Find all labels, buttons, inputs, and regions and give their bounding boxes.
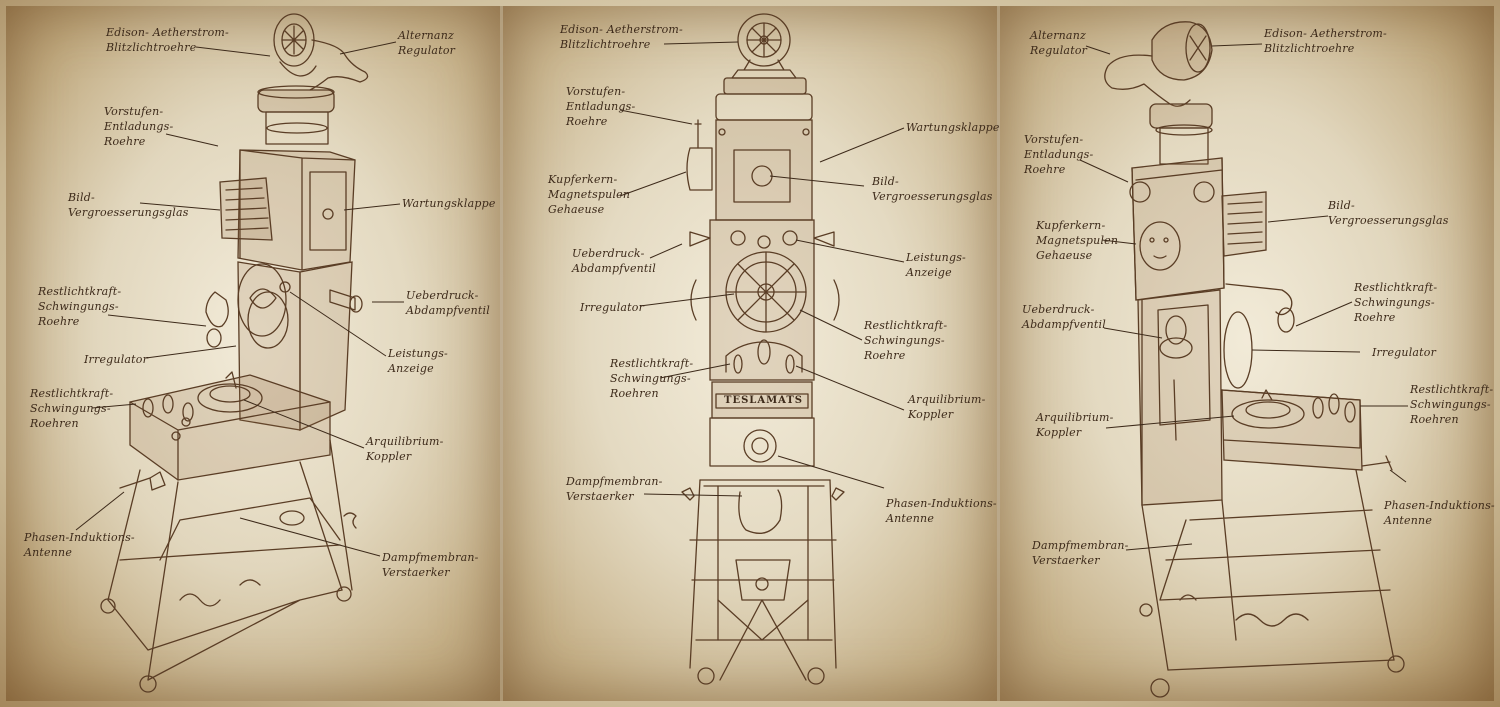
label-entladungs-roehre: Vorstufen- Entladungs- Roehre — [1024, 133, 1094, 176]
label-abdampfventil: Ueberdruck- Abdampfventil — [406, 289, 490, 317]
machine-left-view — [100, 13, 369, 693]
label-magnetspulen-gehaeuse: Kupferkern- Magnetspulen Gehaeuse — [548, 173, 631, 216]
label-entladungs-roehre: Vorstufen- Entladungs- Roehre — [104, 105, 174, 148]
label-schwingungs-roehren: Restlichtkraft- Schwingungs- Roehren — [610, 357, 694, 400]
label-blitzlichtroehre: Edison- Aetherstrom- Blitzlichtroehre — [1264, 27, 1387, 55]
label-irregulator: Irregulator — [580, 301, 645, 314]
label-schwingungs-roehren: Restlichtkraft- Schwingungs- Roehren — [30, 387, 114, 430]
label-schwingungs-roehre: Restlichtkraft- Schwingungs- Roehre — [864, 319, 948, 362]
label-abdampfventil: Ueberdruck- Abdampfventil — [572, 247, 656, 275]
label-irregulator: Irregulator — [1372, 346, 1437, 359]
label-dampfmembran-verstaerker: Dampfmembran- Verstaerker — [566, 475, 663, 503]
panel-left-view — [6, 6, 500, 701]
label-dampfmembran-verstaerker: Dampfmembran- Verstaerker — [1032, 539, 1129, 567]
label-blitzlichtroehre: Edison- Aetherstrom- Blitzlichtroehre — [560, 23, 683, 51]
label-abdampfventil: Ueberdruck- Abdampfventil — [1022, 303, 1106, 331]
label-leistungs-anzeige: Leistungs- Anzeige — [906, 251, 966, 279]
label-schwingungs-roehre: Restlichtkraft- Schwingungs- Roehre — [38, 285, 122, 328]
label-blitzlichtroehre: Edison- Aetherstrom- Blitzlichtroehre — [106, 26, 229, 54]
label-induktions-antenne: Phasen-Induktions- Antenne — [886, 497, 997, 525]
label-schwingungs-roehre: Restlichtkraft- Schwingungs- Roehre — [1354, 281, 1438, 324]
machine-right-view — [1104, 21, 1405, 698]
label-alternanz-regulator: Alternanz Regulator — [398, 29, 456, 57]
machine-nameplate: TESLAMATS — [724, 395, 804, 406]
label-induktions-antenne: Phasen-Induktions- Antenne — [24, 531, 135, 559]
label-arquilibrium-koppler: Arquilibrium- Koppler — [366, 435, 444, 463]
label-arquilibrium-koppler: Arquilibrium- Koppler — [1036, 411, 1114, 439]
label-magnetspulen-gehaeuse: Kupferkern- Magnetspulen Gehaeuse — [1036, 219, 1119, 262]
label-induktions-antenne: Phasen-Induktions- Antenne — [1384, 499, 1495, 527]
panel-front-view — [503, 6, 997, 701]
label-irregulator: Irregulator — [84, 353, 149, 366]
panel-seam — [997, 6, 1000, 701]
label-schwingungs-roehren: Restlichtkraft- Schwingungs- Roehren — [1410, 383, 1494, 426]
label-entladungs-roehre: Vorstufen- Entladungs- Roehre — [566, 85, 636, 128]
machine-front-view — [681, 13, 845, 685]
label-vergroesserungsglas: Bild- Vergroesserungsglas — [872, 175, 993, 203]
label-vergroesserungsglas: Bild- Vergroesserungsglas — [68, 191, 189, 219]
panel-right-view — [1000, 6, 1494, 701]
panel-seam — [500, 6, 503, 701]
label-vergroesserungsglas: Bild- Vergroesserungsglas — [1328, 199, 1449, 227]
label-wartungsklappe: Wartungsklappe — [906, 121, 1000, 134]
label-alternanz-regulator: Alternanz Regulator — [1030, 29, 1088, 57]
label-arquilibrium-koppler: Arquilibrium- Koppler — [908, 393, 986, 421]
label-dampfmembran-verstaerker: Dampfmembran- Verstaerker — [382, 551, 479, 579]
label-wartungsklappe: Wartungsklappe — [402, 197, 496, 210]
leader-lines — [75, 41, 1408, 557]
label-leistungs-anzeige: Leistungs- Anzeige — [388, 347, 448, 375]
